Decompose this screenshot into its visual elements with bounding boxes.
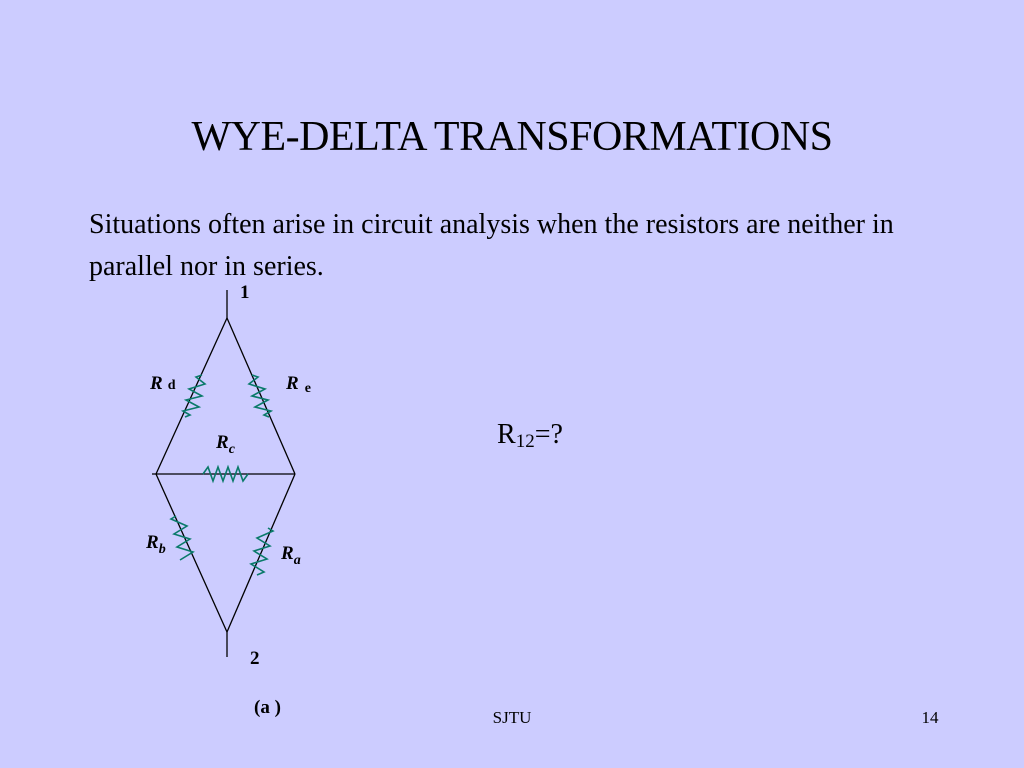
rc-label-sub: c: [229, 442, 236, 457]
resistor-rd: [180, 374, 207, 418]
ra-label: Ra: [280, 543, 301, 568]
resistor-re: [247, 374, 274, 418]
rb-label-main: R: [145, 532, 159, 553]
equation-base: R: [497, 419, 516, 450]
equation-subscript: 12: [515, 431, 535, 452]
body-text: Situations often arise in circuit analys…: [89, 209, 894, 282]
resistor-rc: [202, 464, 249, 484]
re-label-sub: e: [305, 381, 311, 396]
slide-title: WYE-DELTA TRANSFORMATIONS: [191, 114, 833, 160]
rb-label: Rb: [145, 532, 166, 557]
rb-label-sub: b: [159, 542, 166, 557]
wire-right-lower: [226, 473, 296, 633]
rd-label-main: R: [149, 373, 163, 394]
resistor-rb: [169, 515, 195, 561]
resistor-ra: [249, 527, 275, 576]
re-label-main: R: [285, 373, 299, 394]
ra-label-sub: a: [294, 553, 301, 568]
footer-institution: SJTU: [492, 708, 532, 727]
equation: R12=?: [497, 419, 563, 453]
wire-right-upper: [226, 317, 296, 475]
page-number: 14: [921, 708, 939, 727]
wire-left-upper: [155, 317, 228, 475]
equation-rest: =?: [534, 419, 563, 450]
rc-label-main: R: [215, 432, 229, 453]
ra-label-main: R: [280, 543, 294, 564]
circuit-wires: [152, 290, 296, 657]
rc-label: Rc: [215, 432, 236, 457]
rd-label-sub: d: [168, 378, 176, 393]
node-2-label: 2: [250, 648, 260, 669]
diagram-caption: (a ): [254, 697, 281, 718]
node-1-label: 1: [240, 282, 250, 303]
